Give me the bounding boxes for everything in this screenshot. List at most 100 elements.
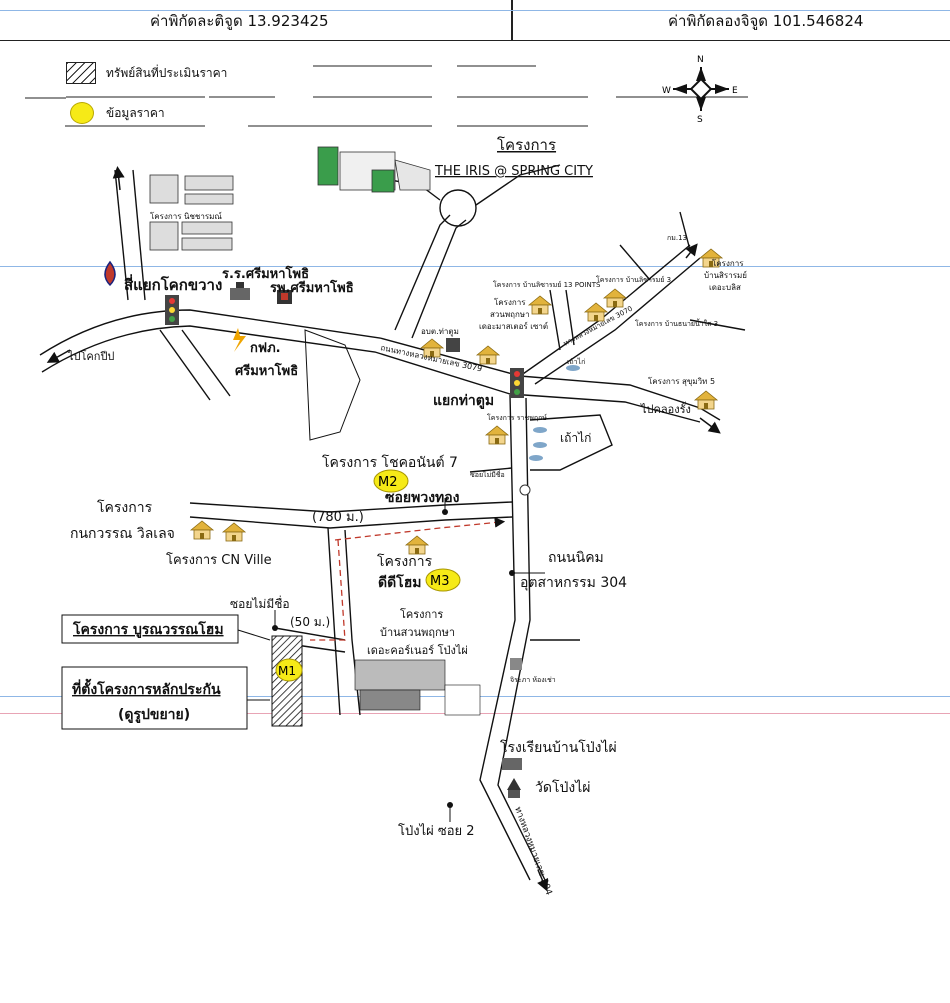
house-icon — [222, 522, 246, 542]
direction-arrows — [46, 166, 721, 892]
iris-site-plan — [317, 146, 431, 193]
rental-room-icon — [510, 658, 522, 670]
ban-suan-1: โครงการ — [400, 607, 443, 621]
scan-line — [0, 10, 950, 11]
gas-station-icon — [104, 260, 116, 287]
compass-s: S — [697, 115, 703, 125]
iris-name: THE IRIS @ SPRING CITY — [434, 164, 593, 179]
soi-phuang-thong-label: ซอยพวงทอง — [385, 490, 460, 506]
ratchaphruek-label: โครงการ ราชพฤกษ์ — [487, 413, 547, 422]
hospital-label: รพ.ศรีมหาโพธิ — [270, 279, 354, 296]
house-icon — [603, 288, 627, 308]
compass-w: W — [662, 86, 671, 96]
coordinate-divider — [511, 0, 513, 40]
wat-pong-phai-label: วัดโป่งไผ่ — [535, 779, 590, 796]
house-icon — [694, 390, 718, 410]
nitcharam-blocks — [149, 174, 234, 251]
pea-label-2: ศรีมหาโพธิ — [235, 362, 298, 379]
sirarom-2: บ้านสิรารมย์ — [704, 270, 747, 280]
to-khok-label: ไปโคกปีป — [67, 349, 114, 363]
tao-kai-small-label: เถ้าไก่ — [567, 357, 585, 366]
tha-tum-junction-label: แยกท่าตูม — [433, 393, 494, 409]
nitcharam-label: โครงการ นิชชารมณ์ — [150, 211, 222, 221]
tao-kai-label: เถ้าไก่ — [560, 431, 591, 445]
house-icon — [528, 295, 552, 315]
suanphruksa-3: เดอะมาสเตอร์ เซาต์ — [479, 321, 548, 331]
marker-m2: M2 — [378, 475, 398, 490]
ban-suan-3: เดอะคอร์เนอร์ โป่งไผ่ — [367, 643, 468, 657]
latitude-label: ค่าพิกัดละติจูด 13.923425 — [150, 12, 329, 30]
buranawan-label-box — [61, 614, 239, 644]
iris-heading: โครงการ — [497, 136, 556, 154]
to-khlong-rung-label: ไปคลองรั้ง — [640, 401, 691, 416]
kanokworan-2: กนกวรรณ วิลเลจ — [70, 526, 175, 542]
ban-suan-buildings — [354, 659, 481, 716]
ban-lisa-label: โครงการ บ้านลิซารมย์ 13 POINTS — [493, 280, 601, 289]
kanokworan-1: โครงการ — [97, 499, 153, 516]
map-labels: โครงการ THE IRIS @ SPRING CITY โครงการ น… — [67, 136, 747, 897]
route-dashed — [310, 517, 506, 641]
fish-icons — [529, 365, 580, 461]
didi-2: ดีดีโฮม — [378, 573, 421, 591]
price-markers — [275, 469, 461, 682]
km13-label: กม.13 — [667, 234, 687, 242]
scan-line — [0, 266, 950, 267]
compass-e: E — [732, 86, 738, 96]
pin-lines — [274, 498, 545, 822]
legend-label-appraised: ทรัพย์สินที่ประเมินราคา — [106, 66, 228, 80]
school-label: ร.ร.ศรีมหาโพธิ — [222, 265, 309, 282]
cn-ville-label: โครงการ CN Ville — [166, 552, 272, 568]
house-icon — [190, 520, 214, 540]
khok-khwang-junction-label: สี่แยกโคกขวาง — [124, 274, 222, 294]
ban-suan-2: บ้านสวนพฤกษา — [380, 626, 455, 639]
collateral-label-box — [61, 666, 248, 730]
compass-n: N — [697, 55, 704, 65]
poi-icon — [519, 484, 531, 496]
compass-icon — [673, 67, 729, 111]
pea-icon — [233, 328, 246, 352]
pong-phai-soi2-label: โป่งไผ่ ซอย 2 — [398, 823, 475, 839]
school-icon — [230, 282, 250, 300]
house-icon — [476, 345, 500, 365]
collateral-label-1: ที่ตั้งโครงการหลักประกัน — [72, 678, 221, 698]
hatch-swatch-icon — [66, 62, 96, 84]
sirarom-1: โครงการ — [712, 258, 744, 268]
obt-icon — [446, 338, 460, 352]
road-network — [39, 164, 746, 881]
house-icon — [405, 535, 429, 555]
traffic-light-icon — [165, 295, 179, 325]
soi-unnamed-top: ซอยไม่มีชื่อ — [470, 470, 505, 479]
didi-1: โครงการ — [377, 553, 433, 570]
road-304-label: ทางหลวงหมายเลข 304 — [512, 806, 553, 897]
coordinate-bar: ค่าพิกัดละติจูด 13.923425 ค่าพิกัดลองจิจ… — [0, 0, 950, 41]
pea-label-1: กฟภ. — [250, 341, 281, 356]
dist-780: (780 ม.) — [312, 510, 364, 525]
nikhom-1: ถนนนิคม — [548, 550, 604, 566]
traffic-light-icon — [510, 368, 524, 398]
longitude-label: ค่าพิกัดลองจิจูด 101.546824 — [668, 12, 864, 30]
sirarom-3: เดอะบลิส — [709, 283, 741, 292]
legend-label-price-data: ข้อมูลราคา — [106, 106, 165, 120]
suanphruksa-2: สวนพฤกษา — [490, 310, 530, 319]
school-pong-phai-label: โรงเรียนบ้านโป่งไผ่ — [500, 739, 617, 756]
obt-label: อบต.ท่าตูม — [421, 327, 459, 337]
chok-anan-label: โครงการ โชคอนันต์ 7 — [322, 454, 458, 471]
temple-icon — [507, 778, 521, 798]
nikhom-2: อุตสาหกรรม 304 — [520, 575, 627, 591]
dist-50: (50 ม.) — [290, 615, 330, 629]
hospital-icon — [277, 290, 292, 304]
land-plot — [304, 329, 361, 441]
rental-room-label: จิระภา ห้องเช่า — [510, 676, 556, 684]
marker-m3: M3 — [430, 574, 450, 589]
yellow-marker-icon — [70, 102, 94, 124]
tanya-label: โครงการ บ้านธนายน้ำใส 3 — [635, 317, 718, 328]
collateral-label-2: (ดูรูปขยาย) — [118, 707, 190, 723]
suanphruksa-1: โครงการ — [494, 297, 526, 307]
sukhumvit5-label: โครงการ สุขุมวิท 5 — [648, 376, 715, 386]
legend-blank-lines — [25, 65, 748, 127]
school-bottom-icon — [502, 758, 522, 770]
buranawan-label: โครงการ บูรณวรรณโฮม — [72, 620, 224, 638]
ban-lisa2-label: โครงการ บ้านลิซารมย์ 3 — [596, 275, 671, 284]
leader-line — [237, 629, 271, 641]
